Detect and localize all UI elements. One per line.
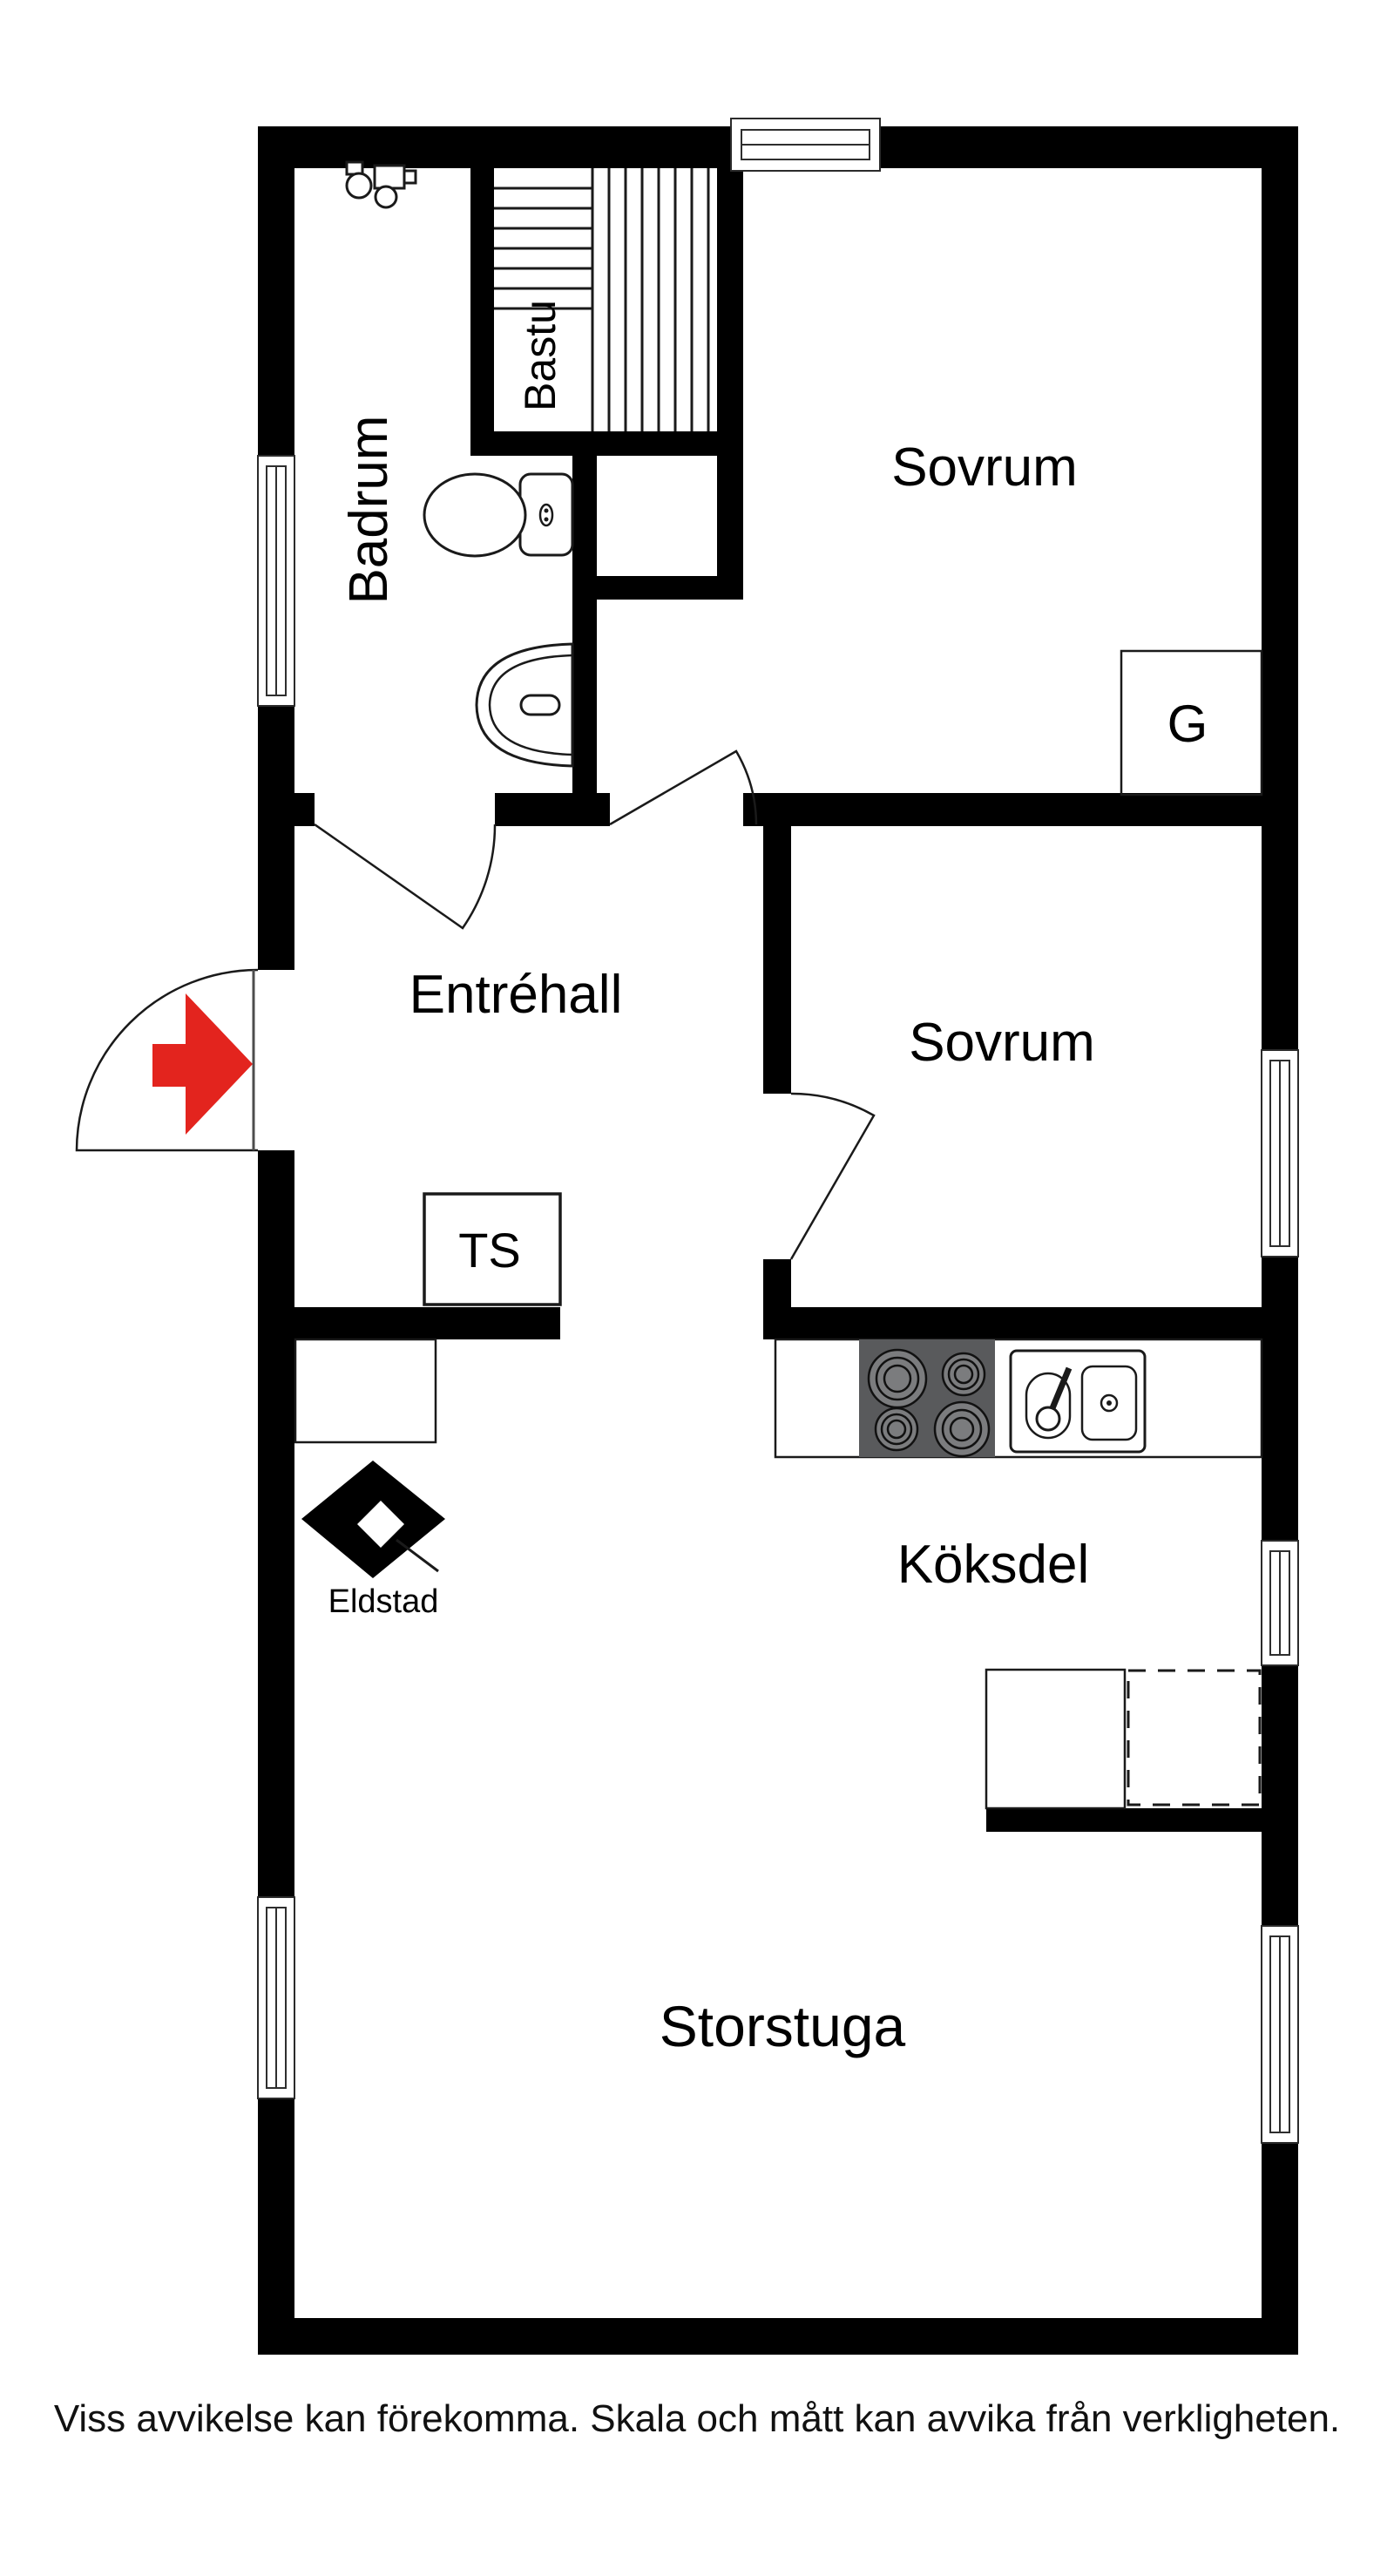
shower-mixer-icon bbox=[345, 160, 417, 209]
kitchen-counter bbox=[774, 1338, 1263, 1459]
footer-disclaimer: Viss avvikelse kan förekomma. Skala och … bbox=[54, 2397, 1340, 2440]
wall-koksdel-bottom bbox=[986, 1808, 1262, 1832]
room-label-bastu: Bastu bbox=[516, 300, 565, 411]
sauna-bench-icon bbox=[494, 168, 710, 431]
door-arc-sovrum2 bbox=[789, 1092, 876, 1260]
toilet-icon bbox=[423, 472, 574, 558]
window-left-storstuga bbox=[257, 1896, 295, 2099]
hearth-bench-box bbox=[294, 1338, 437, 1444]
wall-entrehall-bottom bbox=[294, 1307, 560, 1339]
entrance-opening bbox=[258, 970, 294, 1150]
window-right-storstuga bbox=[1261, 1925, 1299, 2144]
window-right-sovrum bbox=[1261, 1049, 1299, 1257]
window-right-koksdel bbox=[1261, 1540, 1299, 1666]
kitchen-lower-cabinets bbox=[985, 1668, 1262, 1810]
wall-wc-partition bbox=[572, 456, 597, 826]
door-arc-hall bbox=[609, 749, 758, 826]
windows bbox=[257, 118, 1299, 2144]
wall-hall-stub-left bbox=[294, 793, 315, 826]
doors bbox=[75, 749, 876, 1260]
wall-bastu-right bbox=[717, 168, 743, 600]
washbasin-icon bbox=[475, 642, 574, 768]
room-label-sovrum-top: Sovrum bbox=[891, 437, 1078, 498]
door-arc-badrum bbox=[314, 823, 497, 930]
marker-label-eldstad: Eldstad bbox=[328, 1583, 439, 1620]
door-arc-entrance bbox=[75, 968, 259, 1152]
cabinet-box bbox=[985, 1668, 1127, 1810]
wall-closet-bottom bbox=[597, 576, 743, 600]
wall-sovrum2-left-pier bbox=[763, 1259, 791, 1307]
window-top-sovrum bbox=[730, 118, 881, 172]
wall-badrum-bastu bbox=[470, 168, 494, 456]
room-label-entrehall: Entréhall bbox=[409, 965, 623, 1025]
room-label-badrum: Badrum bbox=[339, 415, 399, 604]
room-label-sovrum-middle: Sovrum bbox=[909, 1013, 1095, 1073]
kitchen-sink-icon bbox=[1009, 1349, 1147, 1454]
entrance-arrow-icon bbox=[152, 993, 253, 1135]
marker-label-torkskap: TS bbox=[458, 1223, 521, 1278]
wall-bastu-bottom bbox=[470, 431, 743, 456]
fireplace-icon bbox=[301, 1461, 445, 1578]
room-label-koksdel: Köksdel bbox=[897, 1535, 1090, 1595]
outer-wall-bottom bbox=[258, 2318, 1298, 2355]
window-left-badrum bbox=[257, 455, 295, 707]
labels: Badrum Bastu Sovrum Sovrum Entréhall Kök… bbox=[328, 300, 1208, 2058]
stove-icon bbox=[859, 1339, 995, 1458]
wall-sovrum2-left-upper bbox=[763, 826, 791, 1094]
room-label-storstuga: Storstuga bbox=[660, 1994, 906, 2058]
wall-sovrum-top-bottom bbox=[743, 793, 1262, 826]
wall-sovrum2-bottom bbox=[763, 1307, 1262, 1339]
torkskap-box bbox=[423, 1192, 562, 1306]
marker-label-garderob: G bbox=[1167, 695, 1208, 753]
appliance-dashed-box bbox=[1127, 1669, 1262, 1807]
garderob-box bbox=[1120, 649, 1263, 797]
wall-hall-chunk bbox=[495, 793, 610, 826]
